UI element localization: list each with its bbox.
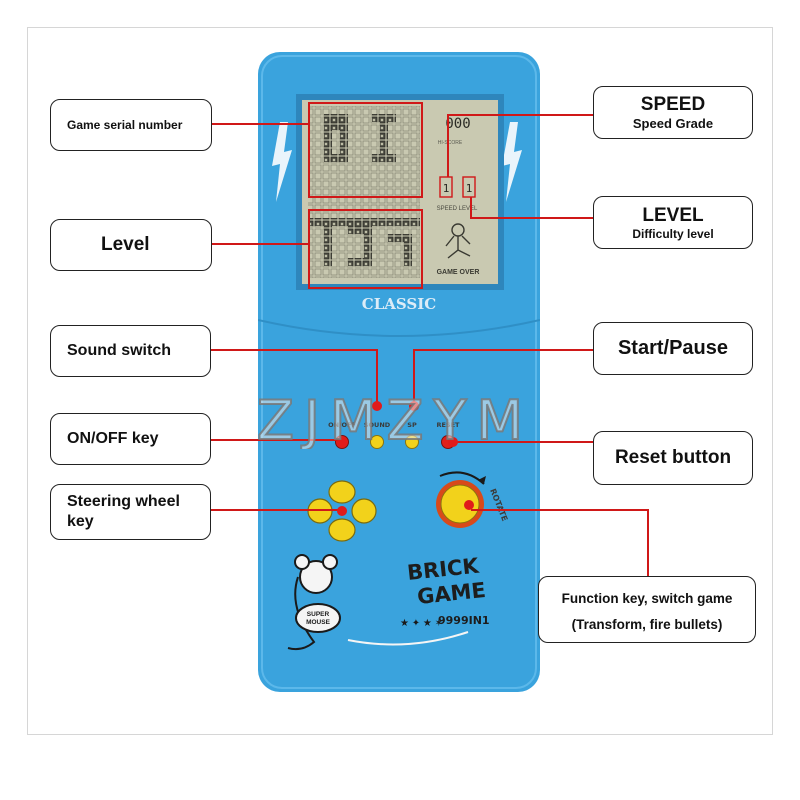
callout-reset-text: Reset button <box>614 447 732 468</box>
hiscore-label: HI-SCORE <box>438 140 463 146</box>
callout-speed-title: SPEED <box>640 94 706 115</box>
callout-speed: SPEED Speed Grade <box>593 86 753 139</box>
sound-button-label: SOUND <box>364 421 391 429</box>
callout-reset: Reset button <box>593 431 753 485</box>
callout-game-serial-text: Game serial number <box>67 118 183 132</box>
callout-sound: Sound switch <box>50 325 211 377</box>
start-pause-button[interactable] <box>405 435 419 449</box>
callout-start-pause: Start/Pause <box>593 322 753 375</box>
mouse-mascot-icon: SUPER MOUSE <box>287 554 341 651</box>
rotate-button[interactable] <box>440 484 480 524</box>
brick-game-device: 000 HI-SCORE 1 1 SPEED LEVEL GAME OVER C… <box>258 52 540 692</box>
callout-steering: Steering wheel key <box>50 484 211 540</box>
callout-steering-line1: Steering wheel <box>67 493 180 510</box>
callout-steering-line2: key <box>67 513 94 530</box>
callout-level-text: Level <box>101 234 150 255</box>
level-digit: 1 <box>466 182 473 195</box>
callout-sound-text: Sound switch <box>67 342 171 359</box>
dpad-right-button[interactable] <box>351 498 377 524</box>
callout-speed-subtitle: Speed Grade <box>632 116 714 131</box>
speed-level-label: SPEED LEVEL <box>437 206 478 212</box>
callout-function: Function key, switch game (Transform, fi… <box>538 576 756 643</box>
mascot-label-line1: SUPER <box>307 611 330 618</box>
callout-onoff-text: ON/OFF key <box>67 430 159 447</box>
callout-onoff: ON/OFF key <box>50 413 211 465</box>
callout-start-pause-text: Start/Pause <box>617 337 729 359</box>
runner-figure-icon <box>445 223 471 259</box>
reset-button-label: RESET <box>436 421 460 429</box>
callout-function-line1: Function key, switch game <box>561 590 733 606</box>
speed-digit: 1 <box>443 182 450 195</box>
game-over-label: GAME OVER <box>437 269 480 276</box>
callout-level-right-title: LEVEL <box>642 204 704 226</box>
score-digits: 000 <box>445 116 470 132</box>
model-label: 9999IN1 <box>438 614 490 627</box>
callout-game-serial: Game serial number <box>50 99 212 151</box>
mascot-label-line2: MOUSE <box>306 619 331 626</box>
dpad-up-button[interactable] <box>328 480 356 504</box>
sp-button-label: SP <box>407 421 417 429</box>
dpad-left-button[interactable] <box>307 498 333 524</box>
callout-level-right: LEVEL Difficulty level <box>593 196 753 249</box>
callout-level: Level <box>50 219 212 271</box>
star-icon: ★ ✦ ★ ✶ <box>400 618 443 629</box>
onoff-button-label: ON/OFF <box>328 421 356 429</box>
callout-level-right-subtitle: Difficulty level <box>632 226 714 241</box>
sound-button[interactable] <box>370 435 384 449</box>
dpad-down-button[interactable] <box>328 518 356 542</box>
onoff-button[interactable] <box>335 435 349 449</box>
classic-label: CLASSIC <box>362 295 436 313</box>
callout-function-line2: (Transform, fire bullets) <box>571 616 723 632</box>
reset-button[interactable] <box>441 435 455 449</box>
direction-pad[interactable] <box>307 480 377 542</box>
